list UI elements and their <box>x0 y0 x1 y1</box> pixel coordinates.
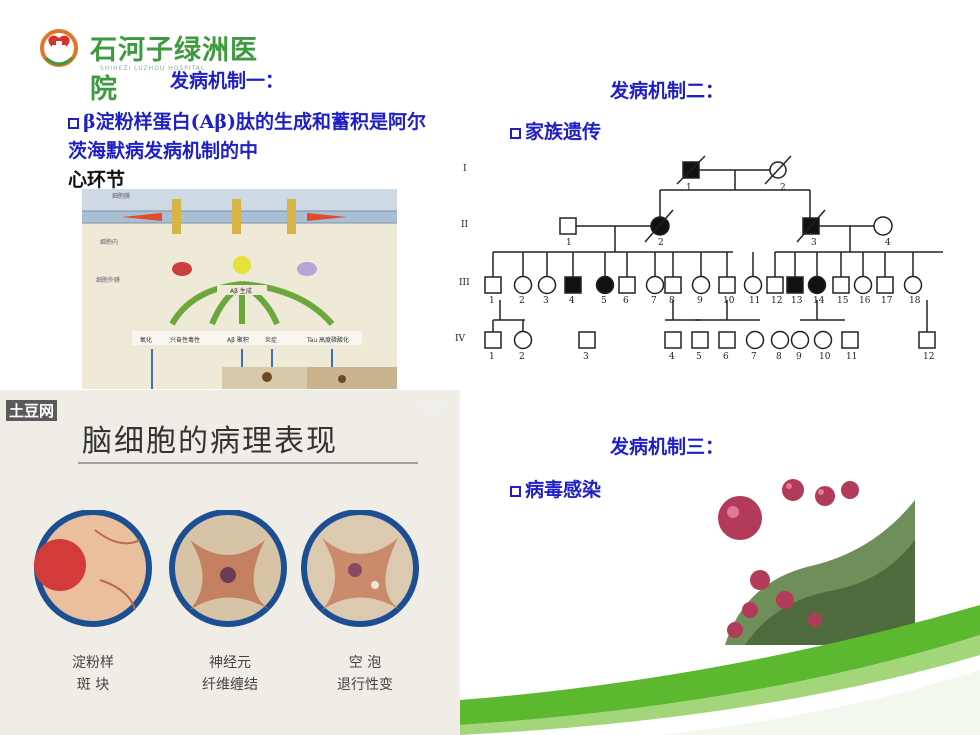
gen3-label-14: 14 <box>813 296 825 306</box>
video-title-underline <box>78 462 418 464</box>
amyloid-pathway-diagram: 细胞膜 细胞内 细胞外膜 Aβ 生成 氧化 兴奋性毒性 Aβ 聚积 炎症 Tau… <box>82 189 397 389</box>
caption-neurofibrillary-tangle: 神经元 纤维缠结 <box>202 655 258 693</box>
pedigree-male-gen3-8 <box>664 276 682 294</box>
pedigree-male-gen3-13 <box>786 276 804 294</box>
gen4-label-5: 5 <box>696 352 702 362</box>
pedigree-male-gen3-17 <box>876 276 894 294</box>
checkbox-bullet-icon <box>68 118 79 129</box>
checkbox-bullet-icon <box>510 486 521 497</box>
caption-vacuolar-degeneration: 空 泡 退行性变 <box>337 655 393 693</box>
hospital-logo: 石河子绿洲医院 SHIHEZI LUZHOU HOSPITAL <box>38 26 278 105</box>
pedigree-male-gen3-10 <box>718 276 736 294</box>
gen4-label-8: 8 <box>776 352 782 362</box>
gen3-label-1: 1 <box>489 296 495 306</box>
caption-amyloid-plaque: 淀粉样 斑 块 <box>72 655 114 693</box>
pedigree-male-gen3-12 <box>766 276 784 294</box>
pedigree-female-gen3-16 <box>853 275 873 295</box>
gen3-label-15: 15 <box>837 296 849 306</box>
hospital-name: 石河子绿洲医院 <box>90 35 258 105</box>
gen3-label-17: 17 <box>881 296 893 306</box>
gen3-label-6: 6 <box>623 296 629 306</box>
checkbox-bullet-icon <box>510 128 521 139</box>
mechanism-2-item: 家族遗传 <box>510 118 601 147</box>
pathology-images <box>34 510 419 627</box>
gen4-label-3: 3 <box>583 352 589 362</box>
mechanism-1-text: β淀粉样蛋白(Aβ)肽的生成和蓄积是阿尔茨海默病发病机制的中心环节 <box>68 108 430 195</box>
gen3-label-5: 5 <box>601 296 607 306</box>
gen3-label-11: 11 <box>749 296 761 306</box>
pedigree-female-gen3-3 <box>537 275 557 295</box>
pedigree-male-gen3-6 <box>618 276 636 294</box>
pedigree-female-gen3-9 <box>691 275 711 295</box>
diagram-outcome-2: 兴奋性毒性 <box>170 337 201 344</box>
pedigree-male-gen3-1 <box>484 276 502 294</box>
diagram-outcome-4: 炎症 <box>265 337 278 344</box>
mechanism-1-title: 发病机制一： <box>170 70 285 92</box>
pedigree-female-gen3-7 <box>645 275 665 295</box>
pedigree-female-gen3-11 <box>743 275 763 295</box>
diagram-outcome-5: Tau 高度磷酸化 <box>307 337 350 344</box>
gen4-label-9: 9 <box>796 352 802 362</box>
video-title: 脑细胞的病理表现 <box>82 424 338 459</box>
hospital-subtitle: SHIHEZI LUZHOU HOSPITAL <box>100 65 206 72</box>
diagram-label-intracellular: 细胞内 <box>100 239 119 246</box>
pedigree-male-gen3-15 <box>832 276 850 294</box>
generation-label-4: IV <box>455 334 466 344</box>
gen2-label-1: 1 <box>566 238 572 248</box>
generation-label-1: I <box>463 164 467 174</box>
gen3-label-16: 16 <box>859 296 871 306</box>
pedigree-female-gen3-18 <box>903 275 923 295</box>
gen1-label-2: 2 <box>780 183 786 193</box>
gen3-label-13: 13 <box>791 296 803 306</box>
mechanism-3-title: 发病机制三： <box>610 436 725 458</box>
mechanism-3-item: 病毒感染 <box>510 476 601 505</box>
pedigree-female-gen3-5 <box>595 275 615 295</box>
pedigree-female-gen3-2 <box>513 275 533 295</box>
mechanism-2-title: 发病机制二： <box>610 80 725 102</box>
gen3-label-9: 9 <box>697 296 703 306</box>
gen2-label-4: 4 <box>885 238 891 248</box>
youku-watermark: 优酷 <box>414 398 445 416</box>
gen4-label-2: 2 <box>519 352 525 362</box>
pedigree-male-gen3-4 <box>564 276 582 294</box>
mechanism-1-text-tail: 心环节 <box>68 169 126 191</box>
mechanism-1-text-main: β淀粉样蛋白(Aβ)肽的生成和蓄积是阿尔茨海默病发病机制的中 <box>68 111 426 162</box>
gen4-label-6: 6 <box>723 352 729 362</box>
gen4-label-11: 11 <box>846 352 858 362</box>
gen3-label-8: 8 <box>669 296 675 306</box>
gen3-label-3: 3 <box>543 296 549 306</box>
gen3-label-2: 2 <box>519 296 525 306</box>
gen2-label-3: 3 <box>811 238 817 248</box>
gen4-label-1: 1 <box>489 352 495 362</box>
diagram-label-extracellular: 细胞外膜 <box>96 277 121 284</box>
diagram-label-membrane: 细胞膜 <box>112 193 131 200</box>
diagram-outcome-3: Aβ 聚积 <box>227 337 249 344</box>
decorative-green-wave <box>460 605 980 735</box>
tudou-watermark: 土豆网 <box>6 400 58 421</box>
pedigree-female-gen3-14 <box>807 275 827 295</box>
gen1-label-1: 1 <box>686 183 692 193</box>
gen3-label-10: 10 <box>723 296 735 306</box>
gen4-label-12: 12 <box>923 352 935 362</box>
gen3-label-7: 7 <box>651 296 657 306</box>
diagram-center-label: Aβ 生成 <box>230 288 252 295</box>
gen4-label-10: 10 <box>819 352 831 362</box>
gen2-label-2: 2 <box>658 238 664 248</box>
generation-label-3: III <box>459 278 470 288</box>
diagram-outcome-1: 氧化 <box>140 337 153 344</box>
gen4-label-4: 4 <box>669 352 675 362</box>
gen3-label-18: 18 <box>909 296 921 306</box>
gen3-label-12: 12 <box>771 296 783 306</box>
pathology-video-frame: 土豆网 优酷 脑细胞的病理表现 淀粉样 斑 块 神经元 纤维缠结 空 泡 退行性… <box>0 390 460 735</box>
generation-label-2: II <box>461 220 469 230</box>
hospital-emblem-icon <box>40 29 78 67</box>
gen4-label-7: 7 <box>751 352 757 362</box>
gen3-label-4: 4 <box>569 296 575 306</box>
virus-illustration <box>718 479 915 645</box>
